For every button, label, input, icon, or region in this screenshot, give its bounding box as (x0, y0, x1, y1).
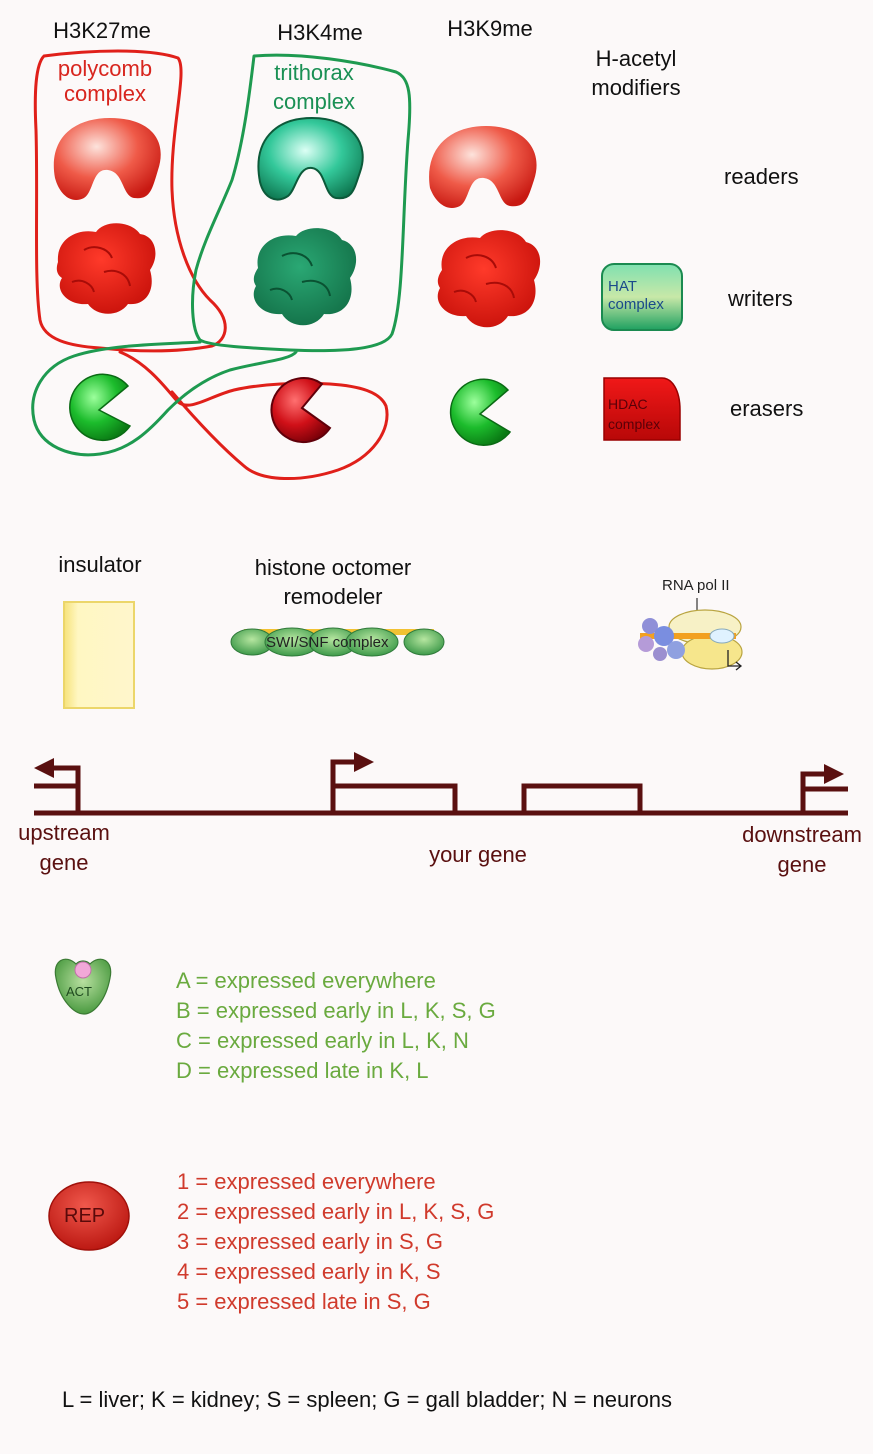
polycomb-complex-label: polycomb complex (57, 56, 153, 106)
repressor-item-4: 4 = expressed early in K, S (177, 1259, 441, 1284)
erasers-label: erasers (730, 396, 804, 421)
hdac-badge-label: HDAC complex (608, 396, 661, 432)
your-gene-label: your gene (429, 842, 527, 867)
rnapol-shape (638, 598, 743, 671)
trithorax-outline (31, 53, 412, 457)
activator-list: A = expressed everywhere B = expressed e… (176, 966, 496, 1086)
hat-badge (601, 263, 683, 331)
remodeler-label: histone octomer remodeler (254, 555, 412, 609)
activator-item-a: A = expressed everywhere (176, 968, 436, 993)
tissue-legend: L = liver; K = kidney; S = spleen; G = g… (62, 1387, 673, 1412)
activator-icon (54, 958, 112, 1015)
eraser-h3k27-shape (69, 373, 132, 442)
insulator-label: insulator (58, 552, 142, 577)
writer-h3k9-shape (437, 230, 541, 328)
gene-arrowheads (34, 752, 844, 784)
eraser-h3k4-shape (270, 377, 332, 444)
writers-label: writers (728, 286, 793, 311)
hdac-badge (603, 377, 681, 441)
swisnf-label: SWI/SNF complex (266, 634, 389, 651)
repressor-item-2: 2 = expressed early in L, K, S, G (177, 1199, 495, 1224)
polycomb-outline (33, 49, 389, 481)
activator-item-d: D = expressed late in K, L (176, 1058, 429, 1083)
header-h3k9me: H3K9me (447, 16, 533, 41)
rnapol-label: RNA pol II (662, 577, 730, 594)
repressor-item-1: 1 = expressed everywhere (177, 1169, 436, 1194)
repressor-item-3: 3 = expressed early in S, G (177, 1229, 443, 1254)
repressor-item-5: 5 = expressed late in S, G (177, 1289, 431, 1314)
reader-h3k4-shape (257, 116, 364, 201)
gene-track (34, 759, 848, 816)
reader-h3k27-shape (53, 118, 161, 200)
reader-h3k9-shape (429, 126, 537, 208)
repressor-icon-label: REP (64, 1205, 106, 1227)
header-h3k4me: H3K4me (277, 20, 363, 45)
hat-badge-label: HAT complex (608, 278, 664, 313)
readers-label: readers (724, 164, 799, 189)
eraser-h3k9-shape (449, 378, 512, 446)
repressor-icon (48, 1181, 130, 1251)
repressor-list: 1 = expressed everywhere 2 = expressed e… (177, 1167, 494, 1317)
writer-h3k4-shape (253, 228, 357, 326)
activator-item-b: B = expressed early in L, K, S, G (176, 998, 496, 1023)
activator-icon-label: ACT (66, 984, 92, 999)
writer-h3k27-shape (56, 223, 156, 314)
swisnf-shape (230, 627, 445, 657)
insulator-shape (63, 601, 135, 709)
activator-item-c: C = expressed early in L, K, N (176, 1028, 469, 1053)
upstream-gene-label: upstream gene (18, 820, 110, 875)
trithorax-complex-label: trithorax complex (273, 60, 355, 114)
downstream-gene-label: downstream gene (742, 822, 862, 877)
header-h3k27me: H3K27me (53, 18, 151, 43)
header-h-acetyl-modifiers: H-acetyl modifiers (591, 46, 681, 100)
